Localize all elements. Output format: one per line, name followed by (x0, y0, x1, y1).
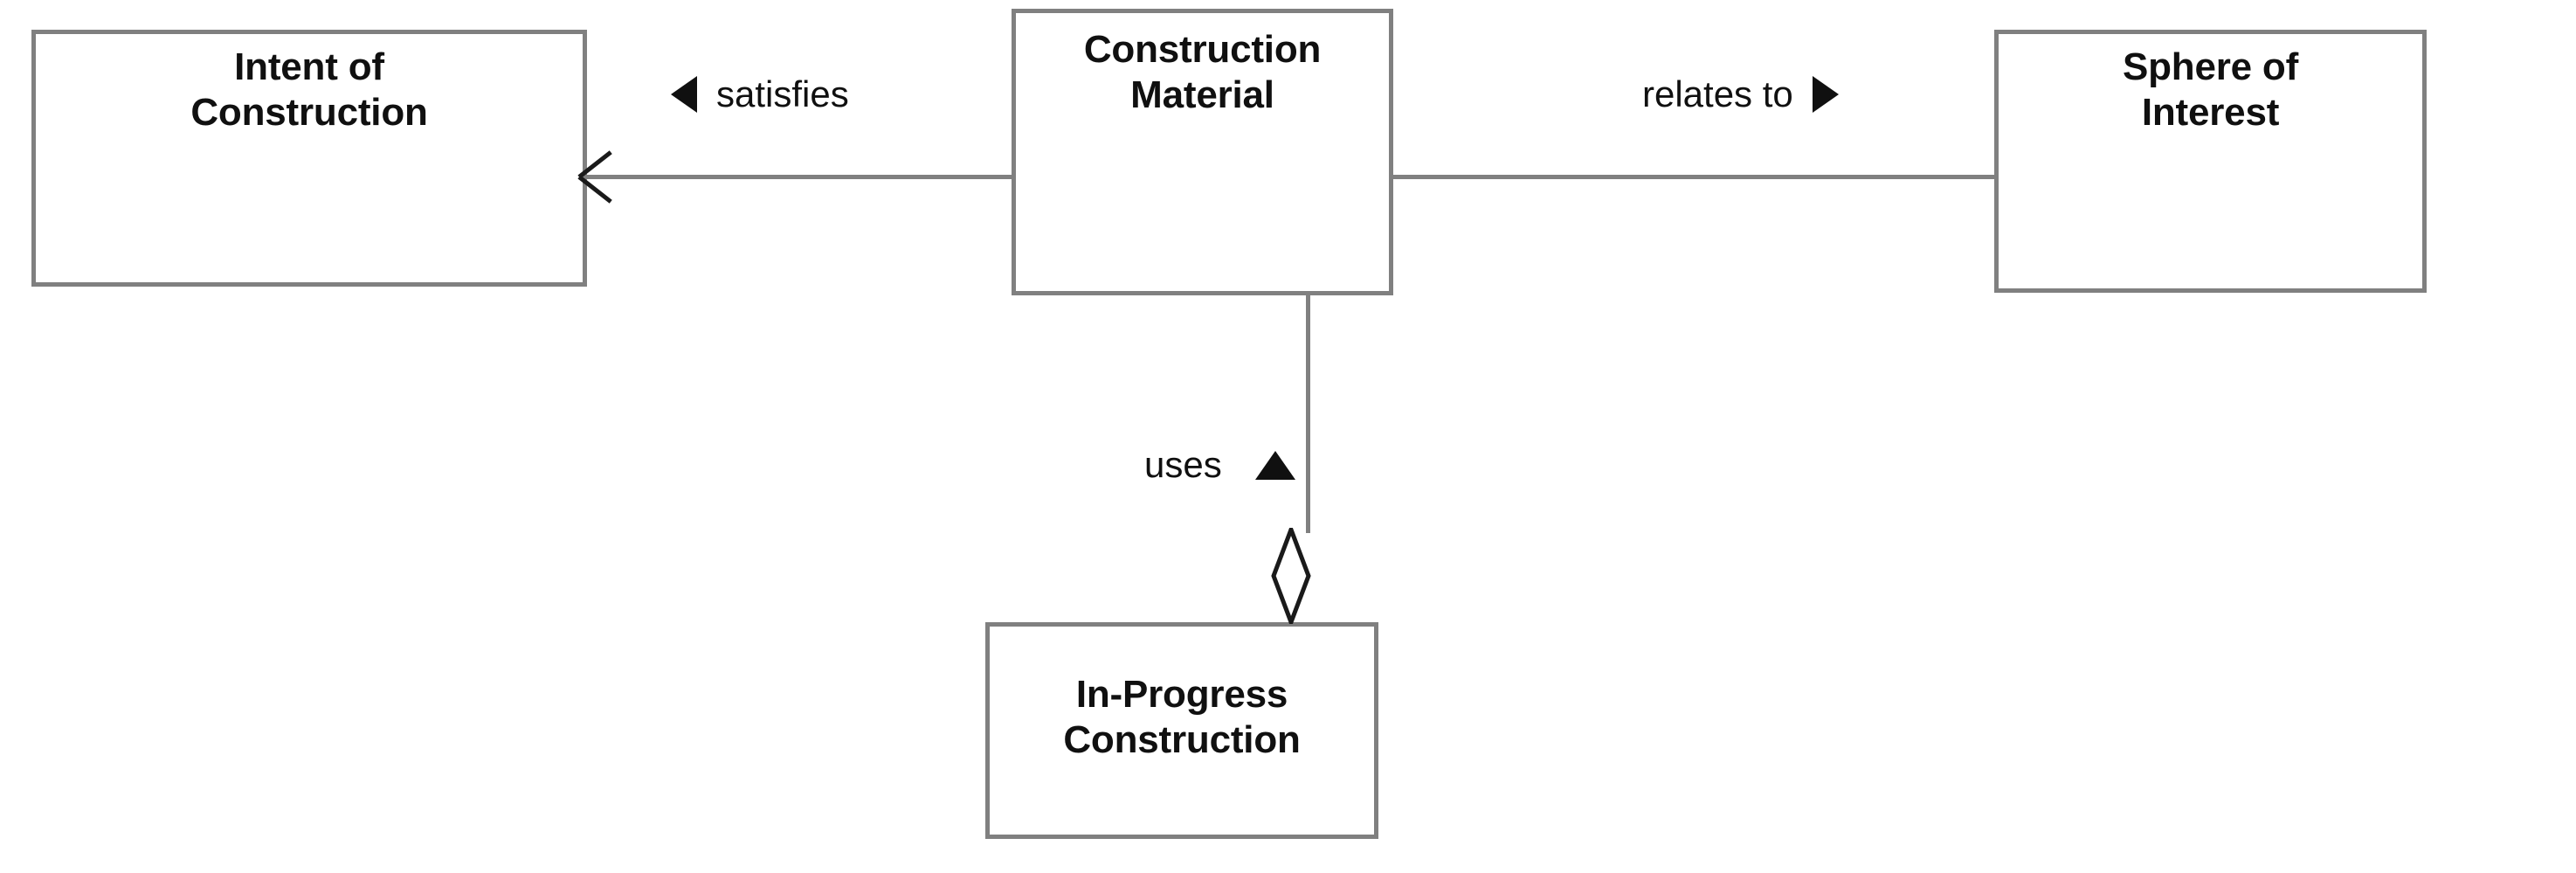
edge-label-satisfies-text: satisfies (716, 73, 849, 114)
connector-line-uses (1306, 295, 1310, 533)
connector-line-relates-to (1391, 175, 1998, 179)
edge-label-satisfies: satisfies (671, 73, 849, 115)
arrowhead-stroke-lower (577, 175, 612, 204)
edge-label-uses-text: uses (1144, 444, 1222, 485)
entity-box-sphere-of-interest[interactable]: Sphere of Interest (1994, 30, 2427, 293)
entity-label-sphere-of-interest: Sphere of Interest (2122, 45, 2299, 134)
entity-box-in-progress-construction[interactable]: In-Progress Construction (985, 622, 1378, 839)
entity-label-construction-material: Construction Material (1083, 28, 1322, 116)
triangle-left-icon (671, 76, 697, 113)
open-arrowhead-icon (572, 147, 630, 208)
hollow-diamond-icon (1271, 528, 1311, 624)
entity-label-intent-of-construction: Intent of Construction (190, 45, 428, 134)
edge-label-uses: uses (1144, 444, 1295, 486)
edge-label-relates-to: relates to (1642, 73, 1839, 115)
triangle-up-icon (1254, 450, 1295, 480)
entity-box-construction-material[interactable]: Construction Material (1012, 9, 1393, 295)
entity-box-intent-of-construction[interactable]: Intent of Construction (31, 30, 587, 287)
triangle-right-icon (1812, 76, 1839, 113)
entity-label-in-progress-construction: In-Progress Construction (1063, 673, 1301, 761)
arrowhead-stroke-upper (577, 150, 612, 179)
connector-line-satisfies (581, 175, 1014, 179)
edge-label-relates-to-text: relates to (1642, 73, 1793, 114)
